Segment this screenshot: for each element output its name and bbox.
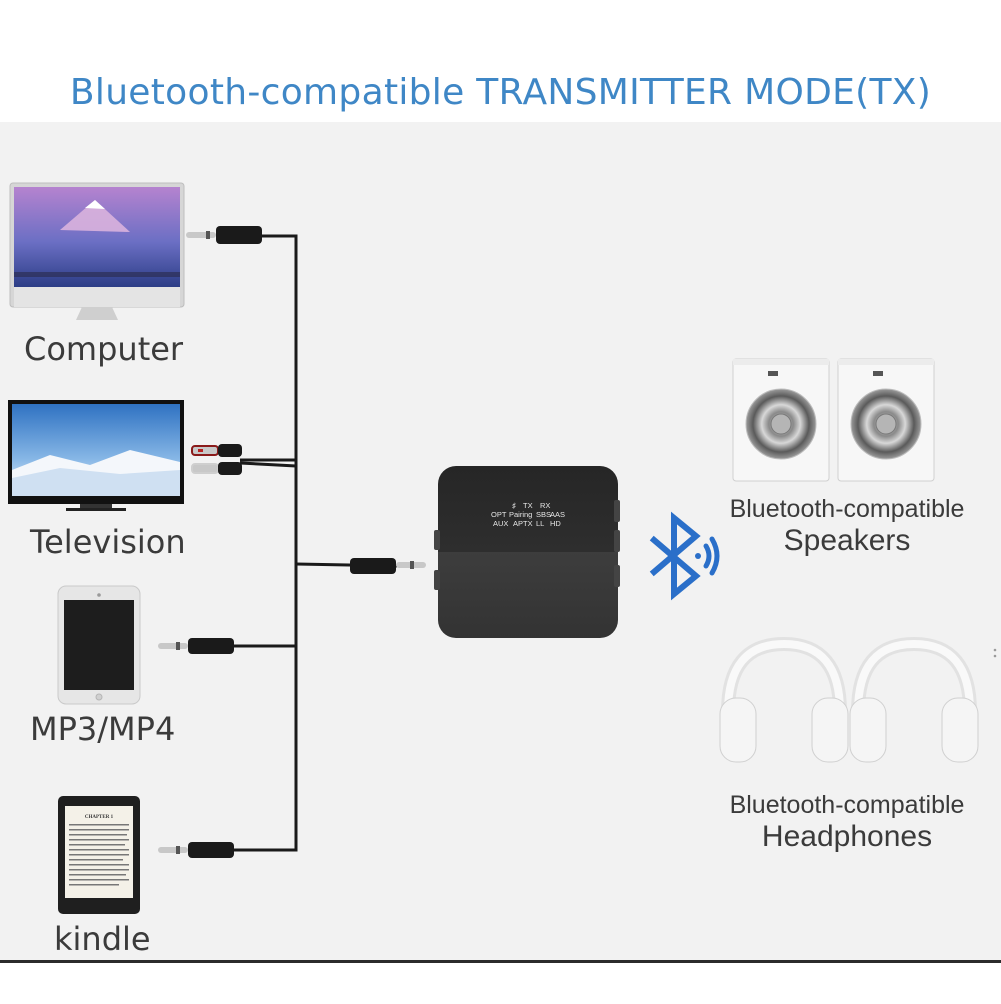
transmitter-indicator-labels: ♯ TX RX OPT Pairing SBS AAS AUX APTX LL … bbox=[491, 501, 565, 528]
television-icon bbox=[8, 400, 184, 511]
speakers-label-line1: Bluetooth-compatible bbox=[729, 495, 965, 523]
indicator-ll: LL bbox=[536, 519, 544, 528]
computer-label: Computer bbox=[24, 330, 184, 368]
indicator-bt: ♯ bbox=[512, 501, 516, 510]
indicator-opt: OPT bbox=[491, 510, 507, 519]
svg-text:CHAPTER 1: CHAPTER 1 bbox=[85, 815, 114, 820]
page-title: Bluetooth-compatible TRANSMITTER MODE(TX… bbox=[69, 72, 932, 113]
bottom-band bbox=[0, 960, 1001, 1004]
indicator-sbs: SBS bbox=[536, 510, 551, 519]
speaker-left-icon bbox=[732, 358, 830, 482]
headphones-label: Bluetooth-compatible Headphones bbox=[718, 791, 976, 854]
indicator-aas: AAS bbox=[550, 510, 565, 519]
headphones-left-icon bbox=[719, 636, 849, 763]
indicator-hd: HD bbox=[550, 519, 561, 528]
edge-dots bbox=[993, 648, 997, 658]
rca-plugs-television bbox=[191, 444, 242, 475]
aux-plug-transmitter bbox=[350, 558, 426, 574]
indicator-pairing: Pairing bbox=[509, 510, 532, 519]
aux-plug-mp3 bbox=[158, 638, 234, 654]
television-label: Television bbox=[30, 523, 186, 561]
computer-icon bbox=[9, 182, 185, 320]
speaker-right-icon bbox=[837, 358, 935, 482]
signal-waves-icon bbox=[695, 536, 720, 576]
indicator-aptx: APTX bbox=[513, 519, 533, 528]
headphones-label-line2: Headphones bbox=[761, 820, 933, 853]
aux-plug-kindle bbox=[158, 842, 234, 858]
kindle-icon: CHAPTER 1 bbox=[58, 796, 140, 914]
indicator-aux: AUX bbox=[493, 519, 508, 528]
headphones-label-line1: Bluetooth-compatible bbox=[729, 791, 965, 819]
speakers-label-line2: Speakers bbox=[783, 524, 911, 557]
speakers-label: Bluetooth-compatible Speakers bbox=[718, 495, 976, 558]
indicator-rx: RX bbox=[540, 501, 550, 510]
tablet-icon bbox=[57, 585, 141, 705]
bluetooth-icon bbox=[649, 511, 701, 601]
transmitter-device bbox=[434, 466, 620, 638]
cable-network bbox=[232, 234, 401, 852]
aux-plug-computer bbox=[186, 226, 262, 244]
kindle-label: kindle bbox=[54, 920, 151, 958]
indicator-tx: TX bbox=[523, 501, 533, 510]
mp3-label: MP3/MP4 bbox=[30, 710, 176, 748]
headphones-right-icon bbox=[849, 636, 979, 763]
